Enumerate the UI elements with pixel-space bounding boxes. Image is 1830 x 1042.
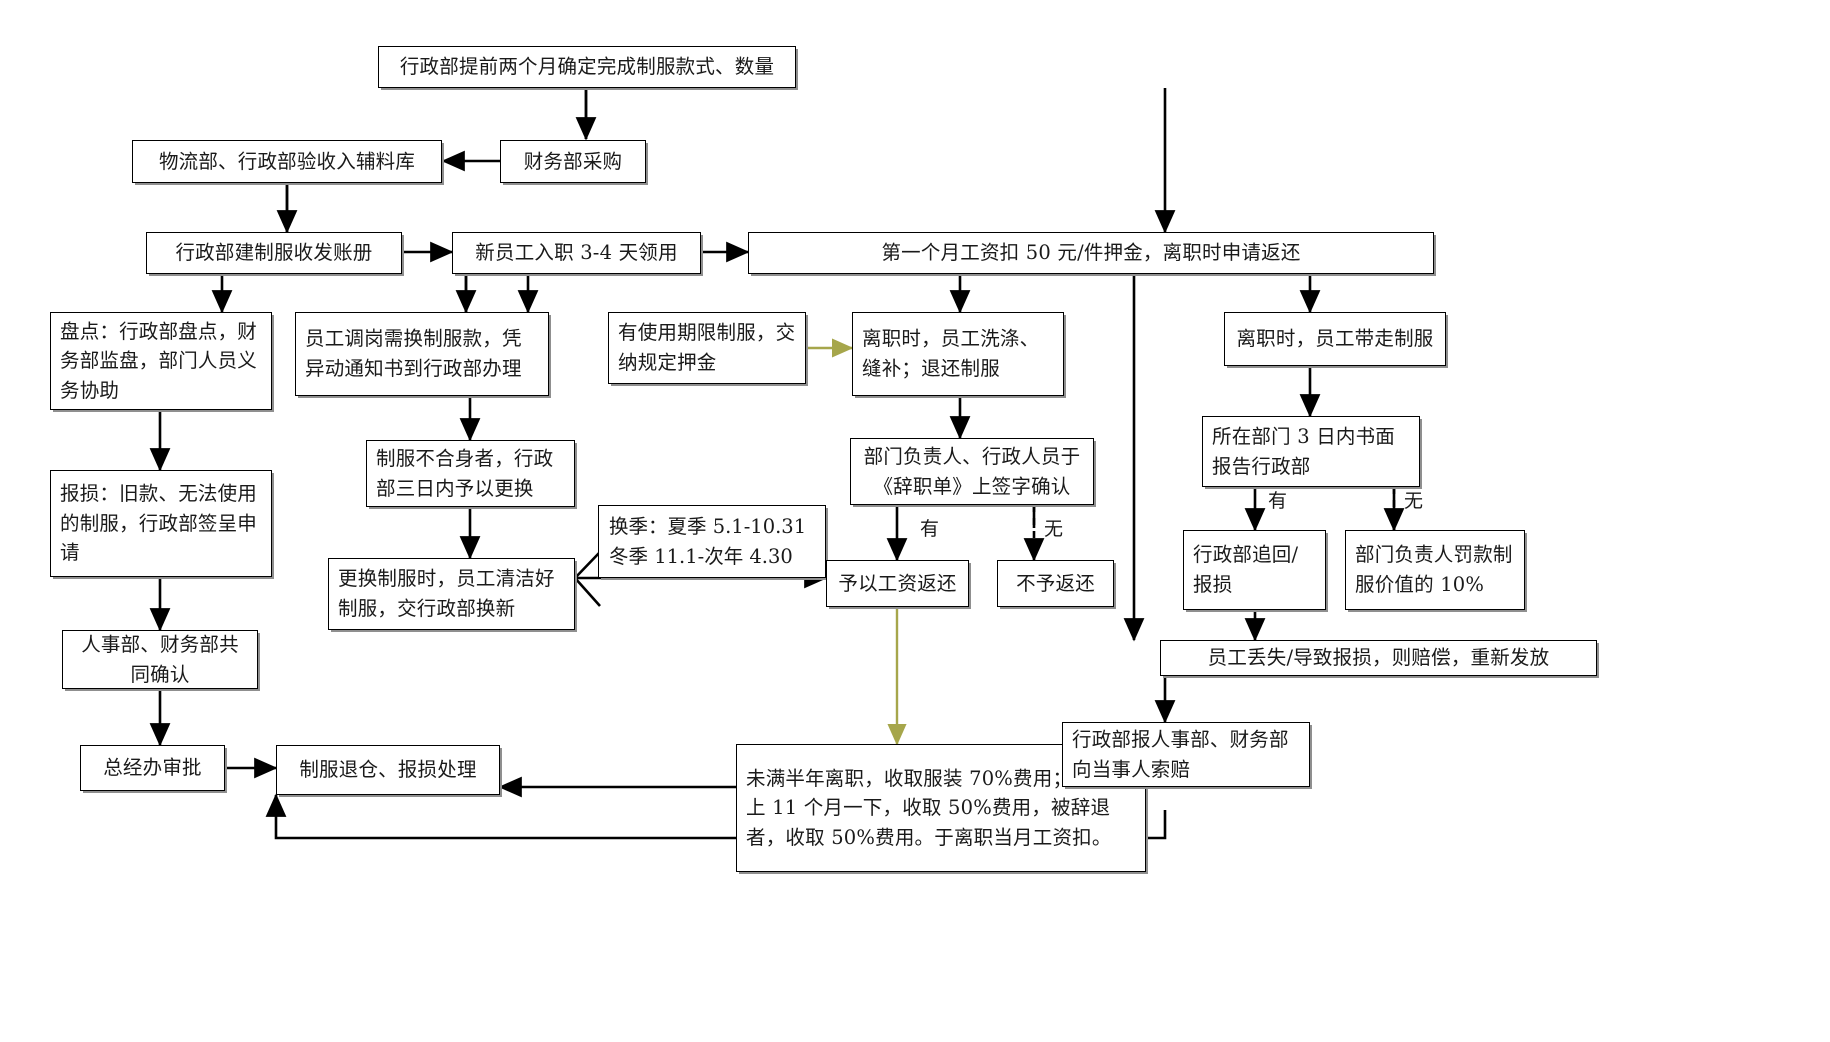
node-n11[interactable]: 离职时，员工带走制服 (1224, 312, 1446, 366)
node-n20[interactable]: 部门负责人罚款制服价值的 10% (1345, 530, 1525, 610)
node-n7[interactable]: 盘点：行政部盘点，财务部监盘，部门人员义务协助 (50, 312, 272, 410)
edge-label-you-2: 有 (1268, 490, 1288, 512)
node-n1[interactable]: 行政部提前两个月确定完成制服款式、数量 (378, 46, 796, 88)
node-n25[interactable]: 总经办审批 (80, 745, 225, 791)
node-n21[interactable]: 更换制服时，员工清洁好制服，交行政部换新 (328, 558, 575, 630)
edge-label-you-1: 有 (920, 518, 940, 540)
node-n10[interactable]: 离职时，员工洗涤、缝补；退还制服 (852, 312, 1064, 396)
node-n3[interactable]: 财务部采购 (500, 140, 646, 183)
node-n22[interactable]: 人事部、财务部共同确认 (62, 630, 258, 689)
node-n8[interactable]: 员工调岗需换制服款，凭异动通知书到行政部办理 (295, 312, 549, 396)
node-n9[interactable]: 有使用期限制服，交纳规定押金 (608, 312, 806, 384)
node-n13[interactable]: 制服不合身者，行政部三日内予以更换 (366, 440, 575, 507)
node-n26[interactable]: 制服退仓、报损处理 (276, 745, 500, 795)
node-n6[interactable]: 第一个月工资扣 50 元/件押金，离职时申请返还 (748, 232, 1434, 274)
node-n17[interactable]: 予以工资返还 (826, 560, 969, 607)
edge-label-wu-2: 无 (1404, 490, 1424, 512)
node-n19[interactable]: 行政部追回/ 报损 (1183, 530, 1326, 610)
node-n24[interactable]: 员工丢失/导致报损，则赔偿，重新发放 (1160, 640, 1597, 676)
node-n16[interactable]: 换季：夏季 5.1-10.31 冬季 11.1-次年 4.30 (598, 505, 826, 578)
edge-label-wu-1: 无 (1044, 518, 1064, 540)
node-n15[interactable]: 所在部门 3 日内书面报告行政部 (1202, 416, 1420, 487)
node-n12[interactable]: 报损：旧款、无法使用的制服，行政部签呈申请 (50, 470, 272, 577)
node-n4[interactable]: 行政部建制服收发账册 (146, 232, 402, 274)
node-n14[interactable]: 部门负责人、行政人员于《辞职单》上签字确认 (850, 438, 1094, 505)
node-n27[interactable]: 行政部报人事部、财务部向当事人索赔 (1062, 722, 1310, 787)
node-n18[interactable]: 不予返还 (997, 560, 1114, 607)
node-n2[interactable]: 物流部、行政部验收入辅料库 (132, 140, 442, 183)
node-n5[interactable]: 新员工入职 3-4 天领用 (452, 232, 701, 274)
